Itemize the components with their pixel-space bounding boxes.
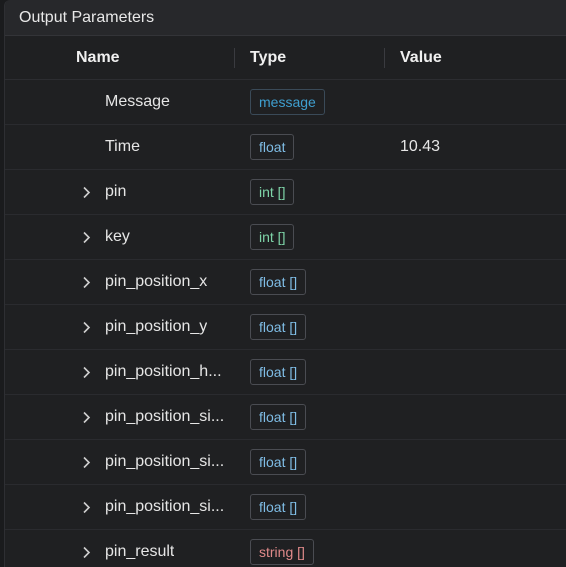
column-resize-handle-type[interactable]	[384, 48, 385, 68]
chevron-right-icon[interactable]	[79, 215, 93, 259]
type-badge: int []	[250, 224, 295, 250]
parameter-name: pin_position_h...	[105, 363, 222, 380]
column-header-row: Name Type Value	[5, 36, 566, 80]
parameter-row[interactable]: pin_position_y float []	[5, 305, 566, 350]
column-resize-handle-name[interactable]	[234, 48, 235, 68]
column-header-name[interactable]: Name	[76, 49, 120, 66]
type-badge: float []	[250, 449, 307, 475]
parameter-name: pin_position_y	[105, 318, 208, 335]
parameter-row[interactable]: pin_position_si... float []	[5, 440, 566, 485]
parameter-name: pin_position_x	[105, 273, 208, 290]
parameter-name: pin_result	[105, 543, 175, 560]
chevron-right-icon[interactable]	[79, 395, 93, 439]
parameter-name: pin_position_si...	[105, 408, 225, 425]
type-badge: float []	[250, 404, 307, 430]
parameter-name: pin	[105, 183, 127, 200]
chevron-right-icon[interactable]	[79, 350, 93, 394]
parameter-row[interactable]: pin_position_x float []	[5, 260, 566, 305]
type-badge: message	[250, 89, 325, 115]
parameter-row[interactable]: pin_result string []	[5, 530, 566, 567]
column-header-type[interactable]: Type	[250, 49, 287, 66]
output-parameters-panel: Output Parameters Name Type Value Messag…	[4, 0, 566, 567]
chevron-right-icon[interactable]	[79, 260, 93, 304]
type-badge: string []	[250, 539, 314, 565]
parameter-row[interactable]: pin_position_si... float []	[5, 485, 566, 530]
parameter-name: Time	[105, 138, 140, 155]
type-badge: int []	[250, 179, 295, 205]
parameter-name: pin_position_si...	[105, 498, 225, 515]
column-header-value[interactable]: Value	[400, 49, 442, 66]
parameter-list: Message message Time float 10.43 pin int…	[5, 80, 566, 567]
chevron-right-icon[interactable]	[79, 170, 93, 214]
type-badge: float []	[250, 359, 307, 385]
parameter-row[interactable]: pin_position_si... float []	[5, 395, 566, 440]
parameter-value: 10.43	[400, 138, 441, 155]
panel-header[interactable]: Output Parameters	[5, 0, 566, 36]
type-badge: float []	[250, 269, 307, 295]
parameter-name: Message	[105, 93, 170, 110]
type-badge: float	[250, 134, 295, 160]
chevron-right-icon[interactable]	[79, 305, 93, 349]
chevron-right-icon[interactable]	[79, 440, 93, 484]
parameter-name: pin_position_si...	[105, 453, 225, 470]
parameter-name: key	[105, 228, 130, 245]
panel-title: Output Parameters	[19, 8, 155, 26]
type-badge: float []	[250, 314, 307, 340]
chevron-right-icon[interactable]	[79, 485, 93, 529]
parameter-row[interactable]: Time float 10.43	[5, 125, 566, 170]
chevron-right-icon[interactable]	[79, 530, 93, 567]
parameter-row[interactable]: pin_position_h... float []	[5, 350, 566, 395]
parameter-row[interactable]: key int []	[5, 215, 566, 260]
parameter-row[interactable]: pin int []	[5, 170, 566, 215]
parameter-row[interactable]: Message message	[5, 80, 566, 125]
type-badge: float []	[250, 494, 307, 520]
